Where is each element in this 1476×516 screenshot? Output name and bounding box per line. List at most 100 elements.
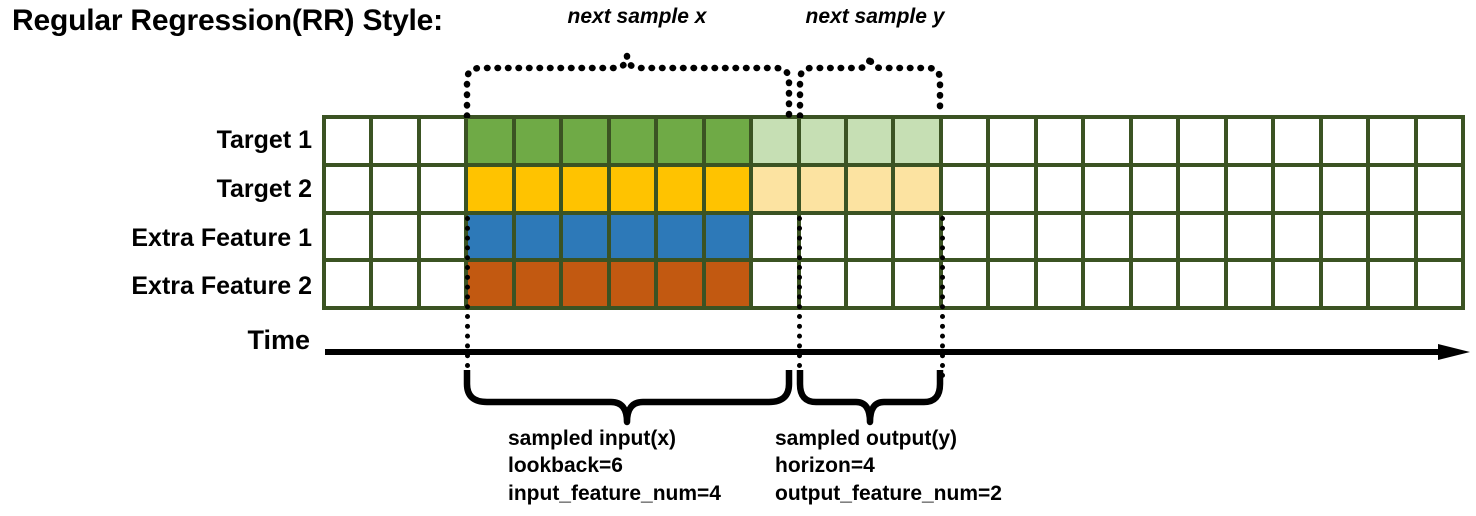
grid-cell-blank	[1227, 262, 1272, 306]
grid-cell-blank	[1085, 166, 1129, 211]
grid-cell-blank	[1132, 119, 1177, 163]
grid-cell-input	[515, 119, 560, 163]
grid-cell-blank	[1037, 166, 1082, 211]
grid-cell-blank	[1275, 262, 1319, 306]
grid-cell-blank	[848, 214, 892, 259]
grid-cell-blank	[420, 214, 465, 259]
grid-cell-blank	[895, 262, 939, 306]
grid-cell-blank	[1227, 214, 1272, 259]
bottom-brace-sampled-output	[796, 370, 944, 426]
row-label-target-1: Target 1	[216, 126, 312, 154]
grid-cell-input	[563, 166, 607, 211]
grid-cell-blank	[420, 262, 465, 306]
grid-cell-blank	[1322, 214, 1367, 259]
bottom-label-sampled-input-line-3: input_feature_num=4	[508, 481, 721, 505]
row-label-column: Target 1 Target 2 Extra Feature 1 Extra …	[0, 115, 312, 310]
grid-cell-blank	[1275, 119, 1319, 163]
bottom-label-sampled-output-line-1: sampled output(y)	[775, 427, 957, 450]
top-brace-label-next-sample-y: next sample y	[805, 5, 945, 28]
bottom-label-sampled-output: sampled output(y) horizon=4 output_featu…	[775, 425, 1002, 507]
grid-cell-blank	[1370, 166, 1414, 211]
grid-cell-blank	[800, 214, 845, 259]
guide-line-input-end	[797, 216, 802, 378]
row-label-extra-feature-1: Extra Feature 1	[131, 224, 312, 252]
timeline-grid	[322, 115, 1465, 310]
grid-cell-blank	[1417, 119, 1461, 163]
grid-cell-input	[468, 214, 512, 259]
grid-cell-output	[800, 119, 845, 163]
grid-cell-blank	[1037, 262, 1082, 306]
time-axis-label: Time	[247, 325, 310, 355]
grid-cell-blank	[942, 214, 987, 259]
grid-cell-output	[895, 166, 939, 211]
top-brace-next-sample-y	[796, 55, 944, 118]
grid-cell-blank	[1322, 262, 1367, 306]
bottom-label-sampled-input: sampled input(x) lookback=6 input_featur…	[508, 425, 721, 507]
grid-cell-output	[895, 119, 939, 163]
grid-cell-blank	[1180, 119, 1224, 163]
grid-cell-input	[468, 262, 512, 306]
grid-cell-blank	[1085, 214, 1129, 259]
top-brace-next-sample-x	[463, 55, 793, 118]
grid-cell-blank	[1227, 119, 1272, 163]
grid-cell-output	[800, 166, 845, 211]
row-label-target-2: Target 2	[216, 175, 312, 203]
grid-cell-blank	[942, 119, 987, 163]
grid-cell-blank	[753, 262, 797, 306]
grid-cell-input	[563, 262, 607, 306]
grid-cell-blank	[990, 214, 1034, 259]
grid-cell-input	[658, 119, 702, 163]
grid-cell-blank	[1417, 214, 1461, 259]
grid-cell-blank	[326, 119, 370, 163]
grid-cell-blank	[990, 262, 1034, 306]
page-title: Regular Regression(RR) Style:	[12, 4, 443, 37]
grid-cell-blank	[326, 214, 370, 259]
grid-cell-input	[610, 166, 655, 211]
grid-cell-input	[563, 119, 607, 163]
bottom-brace-sampled-input	[463, 370, 793, 426]
time-axis-arrow	[325, 344, 1470, 360]
grid-cell-blank	[1227, 166, 1272, 211]
bottom-label-sampled-output-line-2: horizon=4	[775, 454, 875, 478]
grid-cell-blank	[942, 262, 987, 306]
grid-cell-blank	[373, 166, 417, 211]
grid-cell-output	[848, 119, 892, 163]
bottom-label-sampled-input-line-2: lookback=6	[508, 454, 623, 478]
grid-cell-blank	[420, 119, 465, 163]
grid-cell-blank	[800, 262, 845, 306]
grid-cell-blank	[1180, 262, 1224, 306]
grid-cell-input	[468, 166, 512, 211]
grid-cell-output	[848, 166, 892, 211]
grid-cell-input	[658, 166, 702, 211]
grid-cell-blank	[1417, 166, 1461, 211]
grid-cell-input	[610, 119, 655, 163]
grid-cell-input	[515, 214, 560, 259]
grid-cell-blank	[942, 166, 987, 211]
grid-cell-blank	[1180, 214, 1224, 259]
grid-cell-blank	[420, 166, 465, 211]
grid-cell-blank	[1132, 214, 1177, 259]
grid-cell-blank	[373, 262, 417, 306]
grid-cell-input	[705, 214, 750, 259]
grid-cell-blank	[1085, 119, 1129, 163]
guide-line-input-start	[465, 216, 470, 378]
grid-cell-blank	[895, 214, 939, 259]
grid-cell-blank	[1085, 262, 1129, 306]
grid-cell-input	[705, 119, 750, 163]
grid-cell-blank	[326, 166, 370, 211]
grid-cell-blank	[1037, 119, 1082, 163]
grid-cell-input	[705, 166, 750, 211]
grid-cell-blank	[1370, 119, 1414, 163]
grid-cell-blank	[1037, 214, 1082, 259]
grid-cell-blank	[990, 119, 1034, 163]
grid-cell-input	[658, 262, 702, 306]
bottom-label-sampled-input-line-1: sampled input(x)	[508, 427, 677, 450]
grid-cell-blank	[1132, 262, 1177, 306]
grid-cell-blank	[326, 262, 370, 306]
grid-cell-blank	[373, 214, 417, 259]
grid-cell-blank	[1132, 166, 1177, 211]
grid-cell-input	[610, 214, 655, 259]
grid-cell-input	[515, 262, 560, 306]
grid-cell-output	[753, 166, 797, 211]
